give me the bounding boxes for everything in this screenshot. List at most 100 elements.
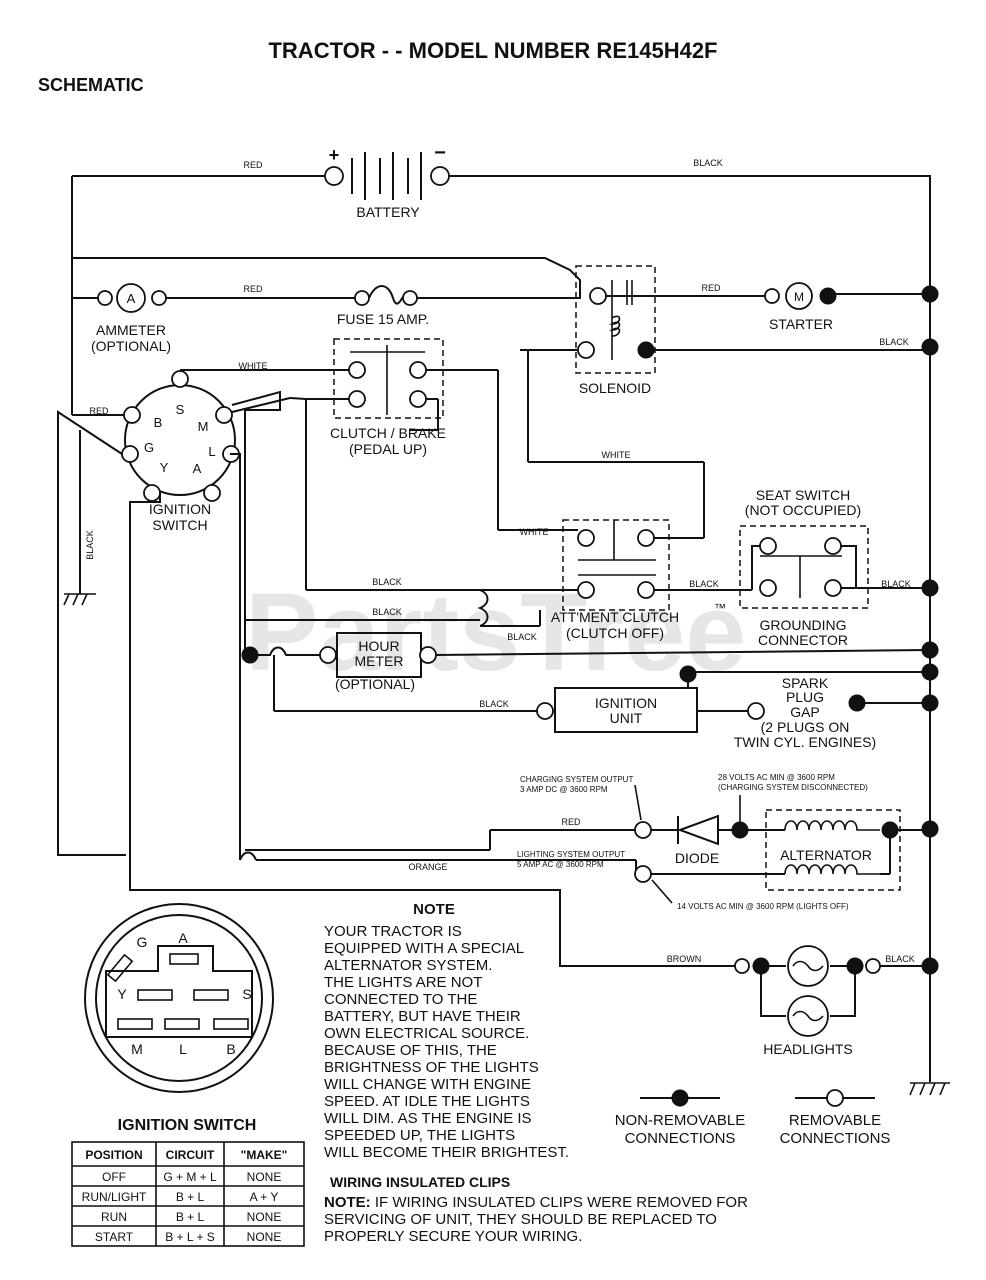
- legend-removable-label: REMOVABLE: [789, 1112, 881, 1129]
- spark-plug-label-2: PLUG: [786, 689, 824, 705]
- note-line: OWN ELECTRICAL SOURCE.: [324, 1025, 529, 1042]
- note-line: BECAUSE OF THIS, THE: [324, 1042, 497, 1059]
- chassis-ground-left: [63, 430, 96, 606]
- solenoid-label: SOLENOID: [579, 380, 651, 396]
- wire-label-orange: ORANGE: [408, 862, 447, 872]
- table-cell: NONE: [247, 1210, 282, 1224]
- fuse: [72, 257, 581, 306]
- note-line: WILL DIM. AS THE ENGINE IS: [324, 1110, 532, 1127]
- clutch-brake-switch: [180, 338, 578, 531]
- battery-label: BATTERY: [356, 204, 420, 220]
- terminal-G: G: [144, 440, 154, 455]
- solenoid: [520, 265, 930, 374]
- charging-output-label: CHARGING SYSTEM OUTPUT: [520, 775, 633, 784]
- wire-label-black-solenoid: BLACK: [879, 337, 909, 347]
- face-terminal-B: B: [226, 1041, 235, 1057]
- ignition-switch-face: [84, 903, 274, 1093]
- table-header-circuit: CIRCUIT: [166, 1148, 215, 1162]
- ammeter: [72, 283, 355, 313]
- wire-label-white-solenoid: WHITE: [602, 450, 631, 460]
- spark-plug-label: SPARK: [782, 675, 829, 691]
- diode-label: DIODE: [675, 850, 719, 866]
- terminal-A: A: [193, 461, 202, 476]
- table-cell: B + L + S: [165, 1230, 215, 1244]
- wire-label-red-ignition: RED: [89, 406, 109, 416]
- page-title: TRACTOR - - MODEL NUMBER RE145H42F: [268, 38, 717, 63]
- clutch-brake-pedal-label: (PEDAL UP): [349, 441, 427, 457]
- clips-line-3: PROPERLY SECURE YOUR WIRING.: [324, 1228, 582, 1245]
- wire-label-black-seat: BLACK: [689, 579, 719, 589]
- spark-plug-note: (2 PLUGS ON: [761, 719, 850, 735]
- volts-28-label: 28 VOLTS AC MIN @ 3600 RPM: [718, 773, 835, 782]
- ignition-unit: [536, 665, 930, 733]
- fuse-label: FUSE 15 AMP.: [337, 311, 429, 327]
- wire-label-black-attment-1: BLACK: [372, 577, 402, 587]
- note-body: YOUR TRACTOR IS EQUIPPED WITH A SPECIAL …: [324, 923, 569, 1161]
- legend-removable: [795, 1089, 875, 1107]
- seat-switch: [739, 525, 930, 609]
- terminal-S: S: [176, 402, 185, 417]
- hour-meter: [241, 632, 931, 712]
- switch-table: [71, 1141, 305, 1247]
- clips-heading: WIRING INSULATED CLIPS: [330, 1174, 510, 1190]
- clips-line-1-text: IF WIRING INSULATED CLIPS WERE REMOVED F…: [371, 1194, 748, 1211]
- wire-label-black-battery: BLACK: [693, 158, 723, 168]
- table-cell: NONE: [247, 1230, 282, 1244]
- headlights-label: HEADLIGHTS: [763, 1041, 852, 1057]
- note-line: CONNECTED TO THE: [324, 991, 477, 1008]
- wire-label-red-fuse: RED: [243, 284, 263, 294]
- wire-label-black-ignition-unit: BLACK: [479, 699, 509, 709]
- note-line: SPEEDED UP, THE LIGHTS: [324, 1127, 515, 1144]
- ignition-unit-label-2: UNIT: [610, 710, 643, 726]
- note-line: WILL CHANGE WITH ENGINE: [324, 1076, 531, 1093]
- wire-label-brown: BROWN: [667, 954, 702, 964]
- table-cell: RUN: [101, 1210, 127, 1224]
- note-line: EQUIPPED WITH A SPECIAL: [324, 940, 524, 957]
- battery-plus-label: +: [329, 145, 340, 165]
- white-wire-solenoid: [527, 350, 705, 539]
- ammeter-symbol: A: [127, 291, 136, 306]
- note-line: THE LIGHTS ARE NOT: [324, 974, 482, 991]
- attment-clutch-label: ATT'MENT CLUTCH: [551, 609, 679, 625]
- ignition-switch-diagram-title: IGNITION SWITCH: [118, 1117, 257, 1134]
- volts-14-label: 14 VOLTS AC MIN @ 3600 RPM (LIGHTS OFF): [677, 902, 849, 911]
- clips-line-2: SERVICING OF UNIT, THEY SHOULD BE REPLAC…: [324, 1211, 717, 1228]
- wire-label-white-clutch: WHITE: [239, 361, 268, 371]
- starter: [764, 282, 930, 310]
- ignition-unit-label: IGNITION: [595, 695, 657, 711]
- table-cell: B + L: [176, 1190, 205, 1204]
- hour-meter-label: HOUR: [358, 638, 399, 654]
- wire-label-black-attment-2: BLACK: [372, 607, 402, 617]
- clutch-brake-label: CLUTCH / BRAKE: [330, 425, 446, 441]
- wire-label-white-attment: WHITE: [520, 527, 549, 537]
- table-header-make: "MAKE": [241, 1148, 288, 1162]
- wire-label-red-starter: RED: [701, 283, 721, 293]
- spark-plug-note-2: TWIN CYL. ENGINES): [734, 734, 876, 750]
- table-cell: G + M + L: [163, 1170, 217, 1184]
- table-cell: NONE: [247, 1170, 282, 1184]
- table-cell: RUN/LIGHT: [82, 1190, 147, 1204]
- ignition-switch-label: IGNITION: [149, 501, 211, 517]
- trademark: ™: [714, 601, 726, 615]
- table-cell: B + L: [176, 1210, 205, 1224]
- table-cell: OFF: [102, 1170, 126, 1184]
- lighting-output-rating: 5 AMP AC @ 3600 RPM: [517, 860, 604, 869]
- ignition-switch: [57, 370, 740, 967]
- note-line: WILL BECOME THEIR BRIGHTEST.: [324, 1144, 569, 1161]
- lighting-output-label: LIGHTING SYSTEM OUTPUT: [517, 850, 625, 859]
- charging-output-rating: 3 AMP DC @ 3600 RPM: [520, 785, 608, 794]
- ignition-switch-label-2: SWITCH: [152, 517, 207, 533]
- face-terminal-G: G: [137, 934, 148, 950]
- ammeter-label: AMMETER: [96, 322, 166, 338]
- face-terminal-M: M: [131, 1041, 143, 1057]
- ground-bus: [909, 175, 950, 1096]
- clips-line-1: NOTE: IF WIRING INSULATED CLIPS WERE REM…: [324, 1194, 748, 1211]
- battery: [71, 152, 930, 415]
- face-terminal-Y: Y: [117, 986, 127, 1002]
- starter-label: STARTER: [769, 316, 833, 332]
- face-terminal-A: A: [178, 930, 188, 946]
- legend-removable-label-2: CONNECTIONS: [780, 1130, 891, 1147]
- table-header-position: POSITION: [85, 1148, 142, 1162]
- watermark: PartsTree: [245, 571, 746, 694]
